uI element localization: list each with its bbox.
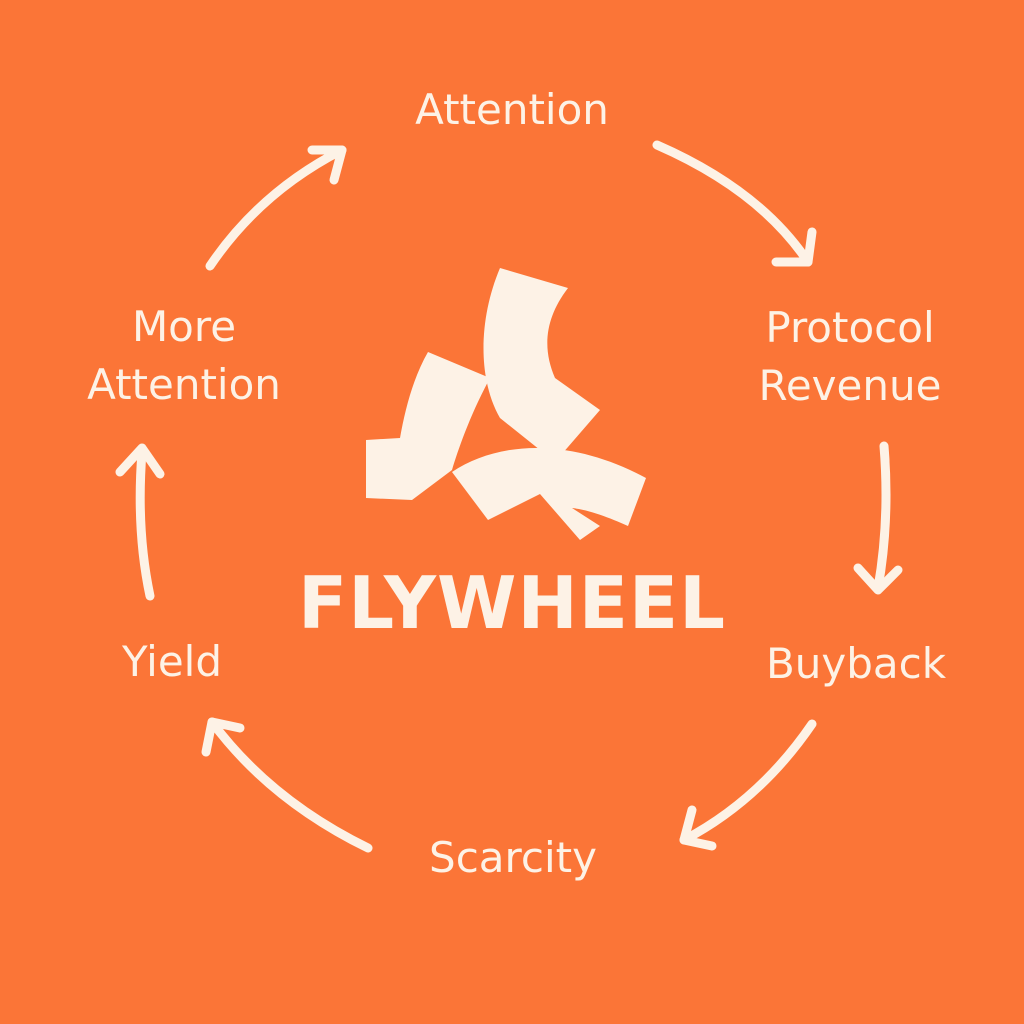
node-yield: Yield (122, 633, 222, 691)
node-scarcity-line: Scarcity (429, 833, 597, 882)
arrowhead-buyback-to-scarcity (679, 805, 717, 851)
arrow-buyback-to-scarcity (679, 719, 817, 845)
node-protocol-revenue: Protocol Revenue (759, 299, 942, 415)
arrowhead-yield-to-more-attention (115, 443, 165, 479)
arrowhead-scarcity-to-yield (201, 717, 245, 757)
logo-blade-bottom (452, 447, 646, 540)
logo-blade-left (366, 352, 490, 500)
arrowhead-attention-to-protocol-revenue (771, 227, 817, 267)
node-buyback: Buyback (766, 635, 946, 693)
arrow-more-attention-to-attention (205, 145, 347, 271)
arrowhead-protocol-revenue-to-buyback (853, 563, 903, 595)
node-scarcity: Scarcity (429, 829, 597, 887)
node-more-attention-line-2: Attention (87, 360, 281, 409)
node-more-attention: More Attention (87, 298, 281, 414)
node-protocol-revenue-line-1: Protocol (765, 303, 935, 352)
flywheel-title: FLYWHEEL (298, 561, 726, 645)
node-protocol-revenue-line-2: Revenue (758, 361, 942, 410)
arrow-yield-to-more-attention (135, 447, 155, 601)
node-more-attention-line-1: More (131, 302, 237, 351)
node-attention-line: Attention (415, 85, 609, 134)
arrow-scarcity-to-yield (207, 717, 373, 853)
flywheel-logo-icon (366, 268, 646, 540)
arrow-protocol-revenue-to-buyback (873, 441, 891, 593)
node-yield-line: Yield (122, 637, 222, 686)
arrow-attention-to-protocol-revenue (652, 140, 813, 267)
logo-blade-top (483, 268, 600, 462)
node-attention: Attention (415, 81, 609, 139)
arrowhead-more-attention-to-attention (307, 145, 347, 185)
node-buyback-line: Buyback (765, 639, 947, 688)
